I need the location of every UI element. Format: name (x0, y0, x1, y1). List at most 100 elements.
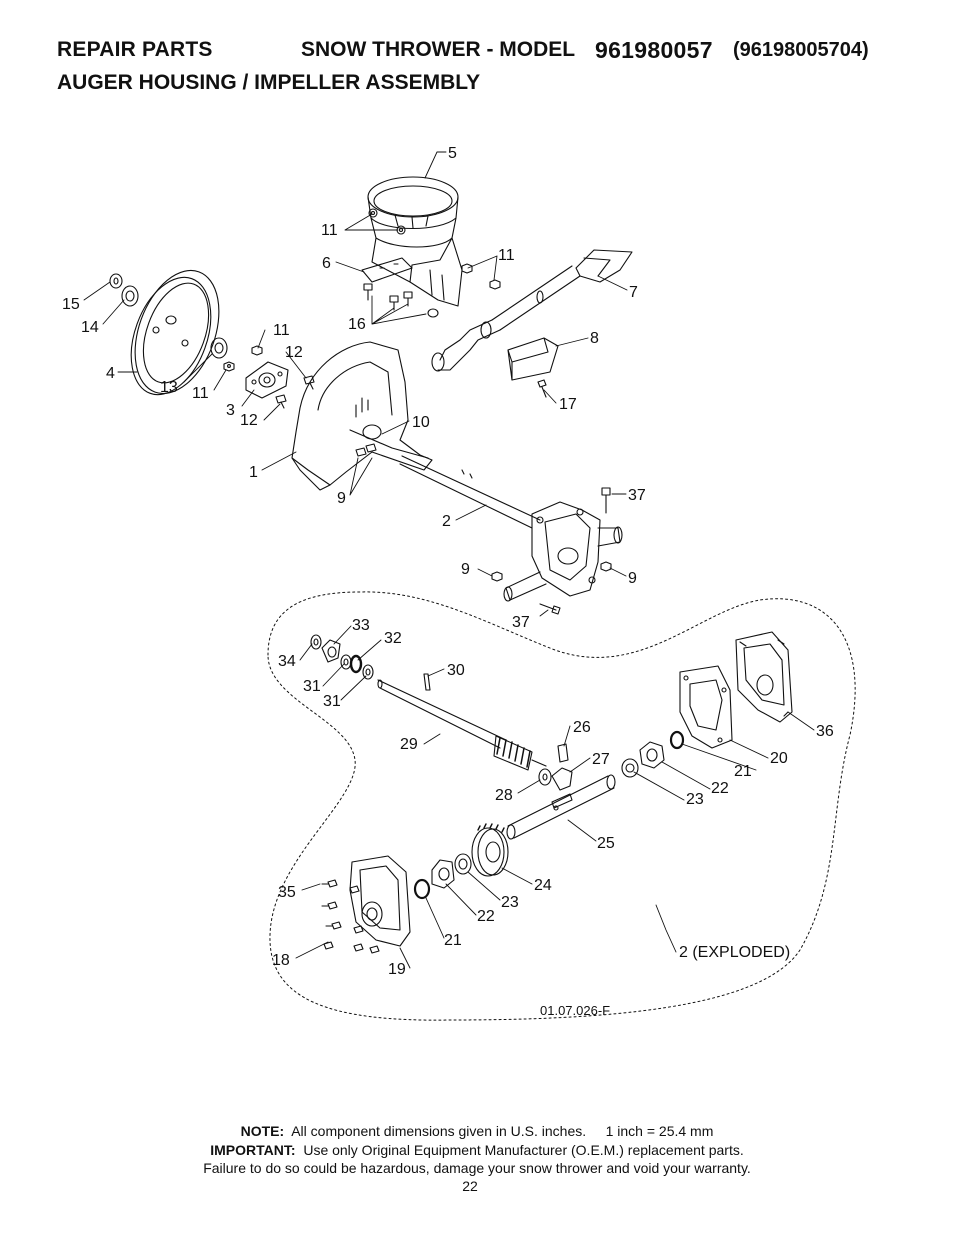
callout-24: 24 (534, 877, 552, 894)
input-shaft (399, 455, 541, 529)
bearing-22a (431, 859, 455, 889)
callout-34: 34 (278, 653, 296, 670)
callout-21-right: 21 (734, 763, 752, 780)
nut-11-left (223, 361, 235, 372)
callout-31b: 31 (323, 693, 341, 710)
leader-lines (83, 151, 815, 969)
bolt-37-top (601, 487, 611, 514)
note-line: NOTE: All component dimensions given in … (0, 1122, 954, 1141)
bearing-27 (551, 767, 573, 791)
callout-18: 18 (272, 952, 290, 969)
bearing-33 (321, 639, 341, 663)
bearing-flange (245, 361, 289, 399)
hex-nuts (461, 263, 501, 290)
bearing-22b (639, 741, 665, 769)
gasket (679, 665, 733, 749)
nut-11-mid (251, 345, 263, 356)
callout-7: 7 (629, 284, 638, 301)
output-shaft (506, 774, 616, 840)
part-number: (96198005704) (733, 39, 869, 61)
page-number: 22 (462, 1178, 478, 1194)
callout-22-right: 22 (711, 780, 729, 797)
callout-35: 35 (278, 884, 296, 901)
gearbox-housing (503, 501, 623, 602)
callout-9-housing: 9 (337, 490, 346, 507)
important-line: IMPORTANT: Use only Original Equipment M… (0, 1141, 954, 1160)
callout-17: 17 (559, 396, 577, 413)
bolts-35 (321, 879, 380, 954)
callout-5: 5 (448, 145, 457, 162)
callout-2-exploded: 2 (EXPLODED) (679, 944, 790, 961)
washer-23a (454, 853, 472, 875)
callout-26: 26 (573, 719, 591, 736)
seal-34 (310, 634, 322, 650)
important-text: Use only Original Equipment Manufacturer… (303, 1141, 744, 1158)
chute-crank (431, 249, 633, 372)
callout-14: 14 (81, 319, 99, 336)
washer-31a (340, 654, 352, 670)
callout-1: 1 (249, 464, 258, 481)
callout-6: 6 (322, 255, 331, 272)
product-title: SNOW THROWER - MODEL (301, 38, 576, 61)
callout-33: 33 (352, 617, 370, 634)
note-text: All component dimensions given in U.S. i… (291, 1123, 587, 1139)
callout-29: 29 (400, 736, 418, 753)
important-label: IMPORTANT: (210, 1141, 296, 1158)
bearing-14 (121, 285, 139, 307)
washer-31b (362, 664, 374, 680)
callout-27: 27 (592, 751, 610, 768)
callout-32: 32 (384, 630, 402, 647)
bearing-13 (210, 337, 228, 359)
footer-notes: NOTE: All component dimensions given in … (0, 1122, 954, 1178)
gearbox-half-right (735, 631, 793, 723)
key-30 (423, 673, 431, 691)
callout-11-pulley: 11 (192, 385, 209, 402)
unit-conversion: 1 inch = 25.4 mm (605, 1123, 714, 1139)
callout-12-bottom: 12 (240, 412, 258, 429)
key-26 (557, 743, 569, 763)
callout-37-top: 37 (628, 487, 646, 504)
callout-21-left: 21 (444, 932, 462, 949)
callout-16: 16 (348, 316, 366, 333)
callout-30: 30 (447, 662, 465, 679)
warning-line: Failure to do so could be hazardous, dam… (203, 1160, 751, 1176)
callout-9-left: 9 (461, 561, 470, 578)
gearbox-half-left (349, 855, 411, 947)
callout-23-right: 23 (686, 791, 704, 808)
callout-3: 3 (226, 402, 235, 419)
callout-15: 15 (62, 296, 80, 313)
impeller-housing (291, 341, 433, 491)
chute-adapter (367, 176, 463, 307)
callout-13: 13 (160, 379, 178, 396)
bolts-12 (275, 375, 315, 409)
exploded-view-boundary (267, 591, 856, 1021)
washer-15 (109, 273, 123, 289)
bolt-37-bottom (539, 603, 561, 615)
callout-11-right: 11 (498, 247, 515, 264)
callout-2: 2 (442, 513, 451, 530)
callout-31a: 31 (303, 678, 321, 695)
callout-23-left: 23 (501, 894, 519, 911)
impeller-pulley (130, 269, 220, 396)
callout-11-flange: 11 (273, 322, 290, 339)
callout-10: 10 (412, 414, 430, 431)
section-title: REPAIR PARTS (57, 38, 213, 61)
crank-bracket (507, 337, 559, 381)
screw-17 (537, 379, 547, 398)
worm-gear (471, 823, 509, 877)
washer-28 (538, 768, 552, 786)
callout-11-chute: 11 (321, 222, 338, 239)
callout-28: 28 (495, 787, 513, 804)
callout-37-bottom: 37 (512, 614, 530, 631)
washer-23b (621, 758, 639, 778)
callout-25: 25 (597, 835, 615, 852)
note-label: NOTE: (240, 1123, 285, 1139)
callout-9-right: 9 (628, 570, 637, 587)
drawing-reference-code: 01.07.026-F (540, 1003, 610, 1018)
callout-8: 8 (590, 330, 599, 347)
support-bracket (361, 257, 413, 283)
assembly-title: AUGER HOUSING / IMPELLER ASSEMBLY (57, 71, 481, 94)
carriage-bolts (363, 283, 439, 318)
ring-21a (413, 878, 431, 900)
